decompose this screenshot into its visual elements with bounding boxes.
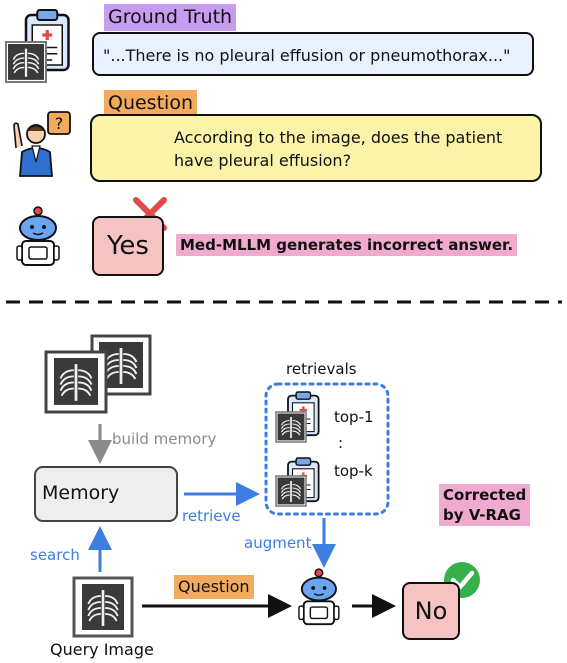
memory-box: Memory [34,466,178,522]
top1-label: top-1 [334,408,374,426]
correct-answer-text: No [414,597,448,625]
memory-xray-stack-icon [44,334,152,414]
incorrect-answer-note: Med-MLLM generates incorrect answer. [176,234,518,256]
question-flow-label: Question [174,575,254,599]
med-mllm-robot-icon [16,206,60,266]
retrievals-label: retrievals [286,360,357,378]
query-image-icon [72,576,134,638]
xray-icon [5,41,47,83]
question-label: Question [104,90,197,117]
question-box: According to the image, does the patient… [90,114,542,182]
corrected-note: Corrected by V-RAG [439,484,531,526]
build-memory-label: build memory [112,430,217,448]
query-image-label: Query Image [50,640,154,659]
ellipsis-label: : [338,434,344,452]
wrong-answer-box: Yes [92,216,164,276]
correct-answer-box: No [402,582,460,640]
doctor-icon: ? [13,111,71,177]
ground-truth-box: "...There is no pleural effusion or pneu… [92,32,534,76]
topk-label: top-k [334,462,373,480]
wrong-answer-text: Yes [107,231,149,261]
question-text: According to the image, does the patient… [174,128,503,170]
corrected-line1: Corrected [443,486,527,504]
memory-label: Memory [42,482,120,504]
search-label: search [30,546,80,564]
corrected-line2: by V-RAG [443,506,521,524]
retrievals-box [264,382,390,516]
augment-label: augment [244,534,312,552]
v-rag-robot-icon [298,568,340,626]
ground-truth-text: "...There is no pleural effusion or pneu… [103,46,511,65]
ground-truth-label: Ground Truth [104,4,237,31]
svg-text:?: ? [55,114,64,133]
retrieve-label: retrieve [182,507,241,525]
